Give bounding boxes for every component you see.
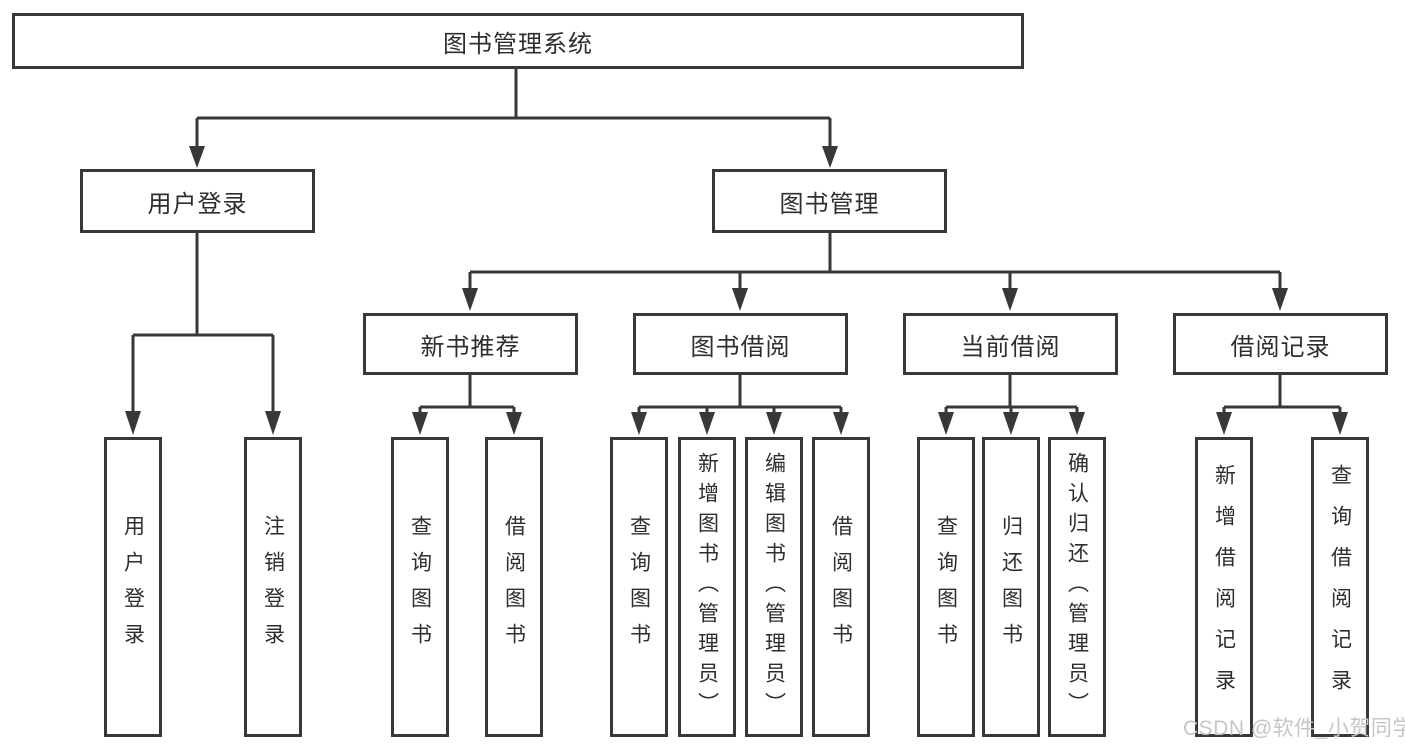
leaf-user-login: 用户登录 [104,437,162,737]
leaf-user-login-label: 用户登录 [121,515,145,659]
arrow-icon [1069,412,1085,435]
arrow-icon [938,412,954,435]
arrow-icon [833,412,849,435]
leaf-query-books-borrow-label: 查询图书 [627,515,651,659]
arrow-icon [1272,288,1288,311]
node-new-book-recommend: 新书推荐 [363,313,578,375]
arrow-icon [732,288,748,311]
node-book-management-label: 图书管理 [779,190,880,218]
leaf-confirm-return-admin-label: 确认归还（管理员） [1065,452,1089,722]
node-borrow-records-label: 借阅记录 [1230,333,1331,361]
connector-current-borrow [944,375,1079,414]
leaf-return-books: 归还图书 [982,437,1040,737]
leaf-borrow-books-label: 借阅图书 [829,515,853,659]
leaf-query-books-recommend-label: 查询图书 [408,515,432,659]
node-book-borrow: 图书借阅 [633,313,848,375]
leaf-edit-books-admin-label: 编辑图书（管理员） [762,452,786,722]
arrow-icon [822,146,838,168]
leaf-query-books-borrow: 查询图书 [610,437,668,737]
arrow-icon [766,412,782,435]
arrow-icon [631,412,647,435]
node-new-book-recommend-label: 新书推荐 [420,333,521,361]
node-current-borrow: 当前借阅 [903,313,1118,375]
leaf-return-books-label: 归还图书 [999,515,1023,659]
arrow-icon [125,411,141,435]
arrow-icon [1332,412,1348,435]
arrow-icon [265,411,281,435]
leaf-query-books-current: 查询图书 [917,437,975,737]
arrowheads [125,146,1348,435]
watermark: CSDN @软件_小贺同学 [1183,717,1405,740]
leaf-add-books-admin-label: 新增图书（管理员） [695,452,719,722]
connector-user-login [131,233,275,414]
node-book-borrow-label: 图书借阅 [690,333,791,361]
arrow-icon [1216,412,1232,435]
leaf-logout-label: 注销登录 [261,515,285,659]
node-user-login: 用户登录 [80,169,315,233]
leaf-borrow-books-recommend-label: 借阅图书 [502,515,526,659]
arrow-icon [1002,288,1018,311]
leaf-add-borrow-record-label: 新增借阅记录 [1212,464,1236,710]
leaf-add-borrow-record: 新增借阅记录 [1195,437,1253,737]
connector-borrow-records [1222,375,1342,414]
arrow-icon [412,412,428,435]
arrow-icon [1003,412,1019,435]
arrow-icon [699,412,715,435]
arrow-icon [189,146,205,168]
node-user-login-label: 用户登录 [147,190,248,218]
leaf-query-borrow-record-label: 查询借阅记录 [1328,464,1352,710]
node-root-label: 图书管理系统 [443,30,593,58]
leaf-logout: 注销登录 [244,437,302,737]
node-root: 图书管理系统 [12,13,1024,69]
leaf-confirm-return-admin: 确认归还（管理员） [1048,437,1106,737]
leaf-query-books-current-label: 查询图书 [934,515,958,659]
leaf-query-books-recommend: 查询图书 [391,437,449,737]
leaf-query-borrow-record: 查询借阅记录 [1311,437,1369,737]
connector-new-book [418,375,516,414]
node-borrow-records: 借阅记录 [1173,313,1388,375]
leaf-edit-books-admin: 编辑图书（管理员） [745,437,803,737]
node-current-borrow-label: 当前借阅 [960,333,1061,361]
arrow-icon [462,288,478,311]
leaf-add-books-admin: 新增图书（管理员） [678,437,736,737]
connector-book-management [468,233,1282,290]
leaf-borrow-books: 借阅图书 [812,437,870,737]
node-book-management: 图书管理 [712,169,947,233]
connector-book-borrow [637,375,843,414]
arrow-icon [506,412,522,435]
leaf-borrow-books-recommend: 借阅图书 [485,437,543,737]
connector-root [195,69,832,147]
